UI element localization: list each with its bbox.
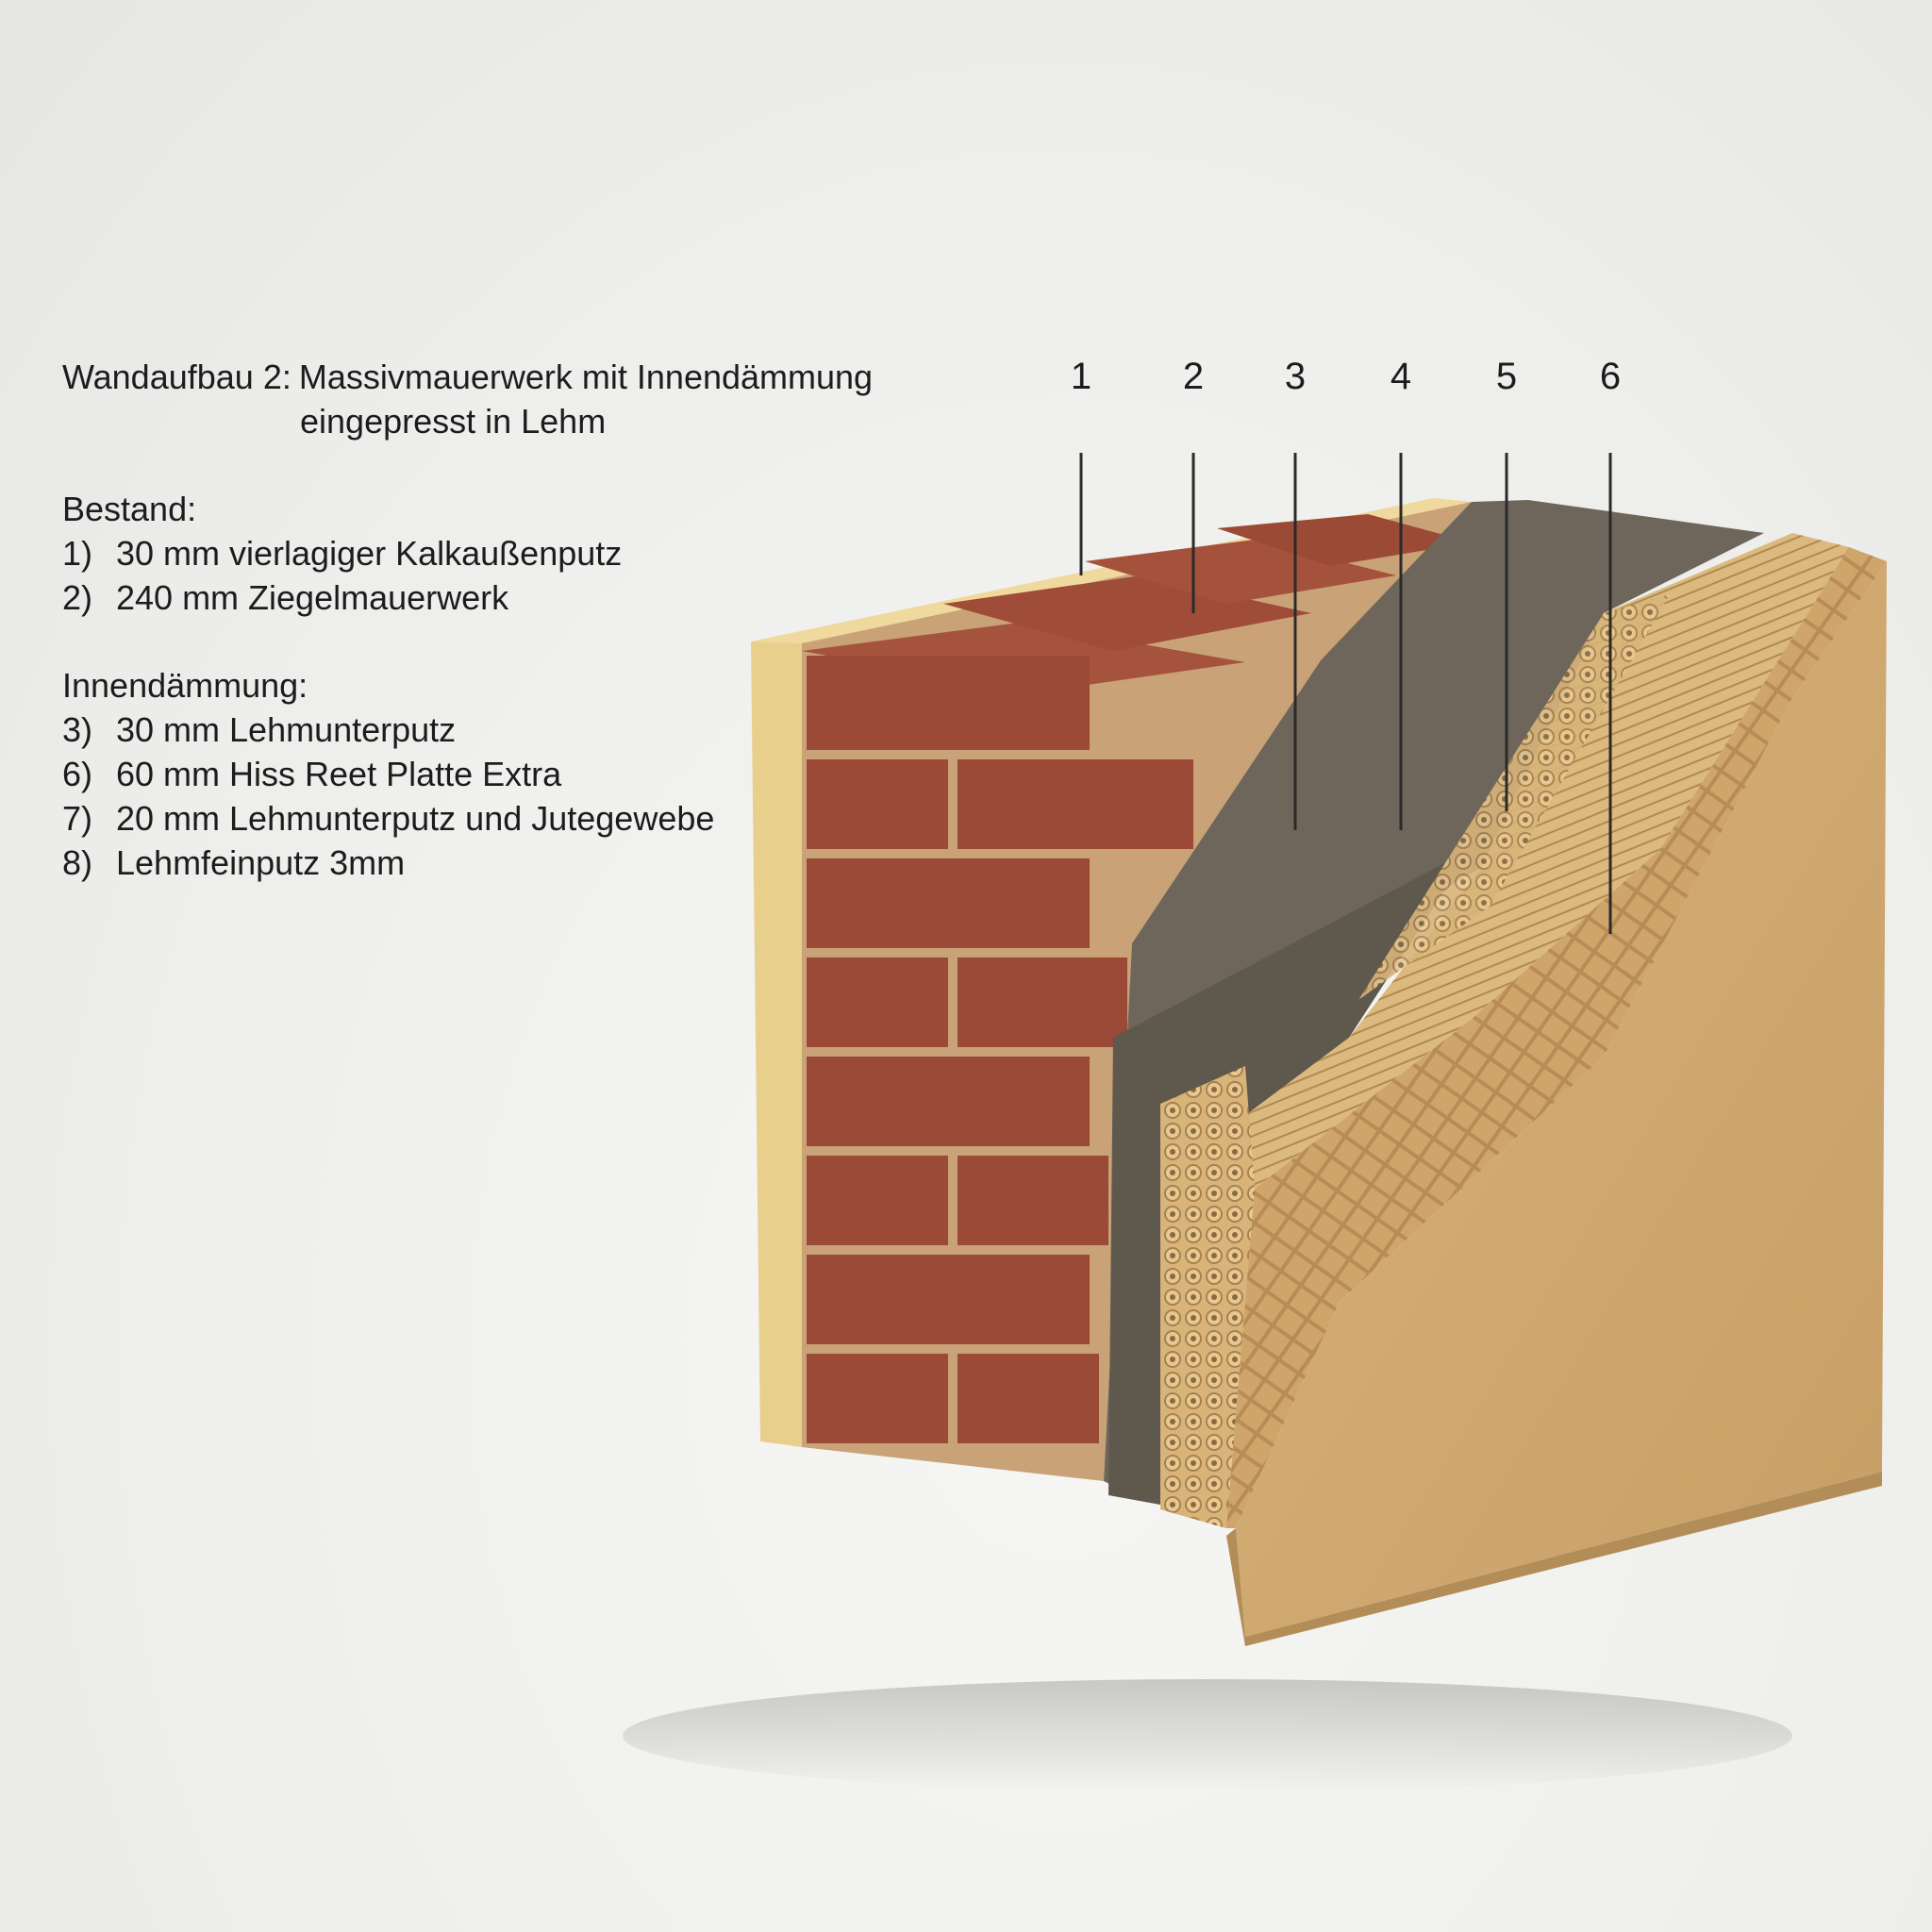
layer-number-4: 4 [1390,356,1412,397]
section-heading-bestand: Bestand: [62,490,197,528]
legend-title-main: Massivmauerwerk mit Innendämmung [298,358,874,396]
legend-item: 7) 20 mm Lehmunterputz und Jutegewebe [62,799,715,838]
layer-clay-base-plaster [1104,500,1764,1491]
legend-item: 8) Lehmfeinputz 3mm [62,843,406,882]
layer-number-1: 1 [1070,356,1092,397]
legend-item: 3) 30 mm Lehmunterputz [62,710,457,749]
layer-clay-base-edge [1108,849,1472,1505]
layer-number-3: 3 [1284,356,1307,397]
legend-title-lead: Wandaufbau 2: [62,358,291,396]
floor-shadow [623,1679,1792,1792]
legend-item: 1) 30 mm vierlagiger Kalkaußenputz [62,534,623,573]
layer-brick-masonry [802,502,1764,1481]
layer-clay-fine-edge [1226,1472,1882,1646]
layer-reed-board [1160,533,1849,1528]
legend-title: Wandaufbau 2: Massivmauerwerk mit Innend… [62,355,873,399]
layer-number-2: 2 [1182,356,1205,397]
layer-number-6: 6 [1599,356,1622,397]
section-heading-innendaemmung: Innendämmung: [62,666,308,705]
legend-item: 6) 60 mm Hiss Reet Platte Extra [62,755,562,793]
leader-lines [1079,453,1612,934]
legend-title-sub: eingepresst in Lehm [300,402,607,441]
legend: Wandaufbau 2: Massivmauerwerk mit Innend… [62,355,873,885]
layer-jute-mesh [1226,547,1887,1528]
layer-clay-fine-plaster [1236,561,1887,1637]
layer-number-5: 5 [1495,356,1518,397]
legend-item: 2) 240 mm Ziegelmauerwerk [62,578,509,617]
